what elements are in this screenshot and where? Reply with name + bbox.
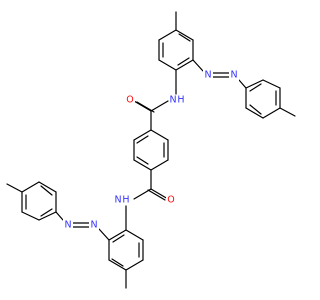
top-amide-hydrogen-label: H — [177, 95, 184, 106]
lower-azo-tolyl — [6, 181, 110, 241]
bottom-amide-hydrogen-label: H — [122, 195, 129, 206]
top-amide-group — [133, 100, 169, 131]
lower-tolyl-ring — [108, 209, 144, 289]
lower-azo-nitrogen-2-label: N — [64, 220, 71, 231]
upper-tolyl-ring — [158, 11, 194, 91]
bottom-amide-nitrogen-label: N — [114, 195, 121, 206]
lower-azo-nitrogen-1-label: N — [90, 220, 97, 231]
top-carbonyl-oxygen-label: O — [126, 95, 133, 106]
top-amide-nitrogen-label: N — [169, 95, 176, 106]
atom-labels: O N H N N O N H N N — [63, 69, 239, 231]
upper-azo-tolyl — [192, 59, 296, 119]
bottom-carbonyl-oxygen-label: O — [167, 195, 174, 206]
central-benzene-ring — [133, 129, 169, 171]
upper-azo-nitrogen-1-label: N — [204, 70, 211, 81]
bottom-amide-group — [133, 169, 169, 201]
molecule-structure: O N H N N O N H N N — [6, 11, 296, 289]
upper-azo-nitrogen-2-label: N — [230, 70, 237, 81]
